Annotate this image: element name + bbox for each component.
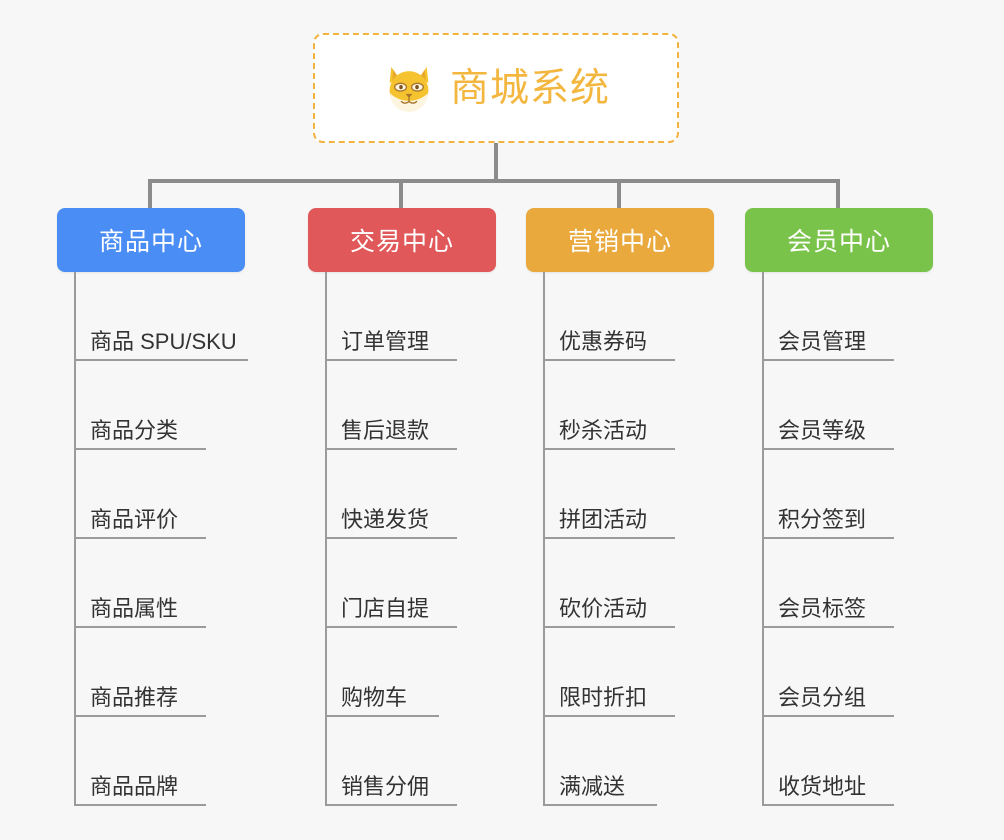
branch-column-4: 会员中心 会员管理 会员等级 积分签到 会员标签 会员分组 收货地址 — [745, 208, 933, 806]
leaf-item[interactable]: 快递发货 — [327, 450, 496, 539]
connector-drop-1 — [148, 179, 152, 210]
leaf-label: 会员管理 — [778, 329, 867, 354]
leaf-item[interactable]: 拼团活动 — [545, 450, 714, 539]
leaf-label: 满减送 — [559, 774, 626, 799]
leaf-item[interactable]: 商品评价 — [76, 450, 245, 539]
leaf-label: 限时折扣 — [559, 685, 648, 710]
leaf-label: 会员分组 — [778, 685, 867, 710]
category-header-3[interactable]: 营销中心 — [526, 208, 714, 272]
leaf-label: 商品 SPU/SKU — [90, 329, 237, 354]
leaf-item[interactable]: 限时折扣 — [545, 628, 714, 717]
leaf-item[interactable]: 会员标签 — [764, 539, 933, 628]
leaf-item[interactable]: 门店自提 — [327, 539, 496, 628]
leaf-label: 积分签到 — [778, 507, 867, 532]
leaf-item[interactable]: 优惠券码 — [545, 272, 714, 361]
leaf-item[interactable]: 商品分类 — [76, 361, 245, 450]
leaf-item[interactable]: 商品 SPU/SKU — [76, 272, 248, 361]
category-header-3-label: 营销中心 — [567, 228, 672, 256]
category-header-1[interactable]: 商品中心 — [57, 208, 245, 272]
connector-drop-3 — [617, 179, 621, 210]
leaf-item[interactable]: 商品推荐 — [76, 628, 245, 717]
leaf-label: 砍价活动 — [559, 596, 648, 621]
leaf-label: 快递发货 — [341, 507, 430, 532]
leaf-label: 商品属性 — [90, 596, 179, 621]
leaf-item[interactable]: 会员等级 — [764, 361, 933, 450]
root-node[interactable]: 商城系统 — [313, 33, 679, 143]
leaf-item[interactable]: 会员分组 — [764, 628, 933, 717]
branch-column-3: 营销中心 优惠券码 秒杀活动 拼团活动 砍价活动 限时折扣 满减送 — [526, 208, 714, 806]
leaf-label: 购物车 — [341, 685, 408, 710]
leaf-stack-2: 订单管理 售后退款 快递发货 门店自提 购物车 销售分佣 — [325, 272, 496, 806]
leaf-label: 售后退款 — [341, 418, 430, 443]
leaf-stack-1: 商品 SPU/SKU 商品分类 商品评价 商品属性 商品推荐 商品品牌 — [74, 272, 248, 806]
leaf-label: 商品推荐 — [90, 685, 179, 710]
connector-drop-4 — [836, 179, 840, 210]
leaf-label: 优惠券码 — [559, 329, 648, 354]
leaf-label: 拼团活动 — [559, 507, 648, 532]
leaf-stack-4: 会员管理 会员等级 积分签到 会员标签 会员分组 收货地址 — [762, 272, 933, 806]
branch-column-1: 商品中心 商品 SPU/SKU 商品分类 商品评价 商品属性 商品推荐 商品品牌 — [57, 208, 248, 806]
leaf-item[interactable]: 会员管理 — [764, 272, 933, 361]
leaf-label: 销售分佣 — [341, 774, 430, 799]
leaf-label: 商品评价 — [90, 507, 179, 532]
category-header-4-label: 会员中心 — [786, 228, 891, 256]
connector-root-stem — [494, 143, 498, 181]
category-header-1-label: 商品中心 — [98, 228, 203, 256]
leaf-item[interactable]: 商品属性 — [76, 539, 245, 628]
leaf-item[interactable]: 秒杀活动 — [545, 361, 714, 450]
leaf-label: 秒杀活动 — [559, 418, 648, 443]
leaf-item[interactable]: 积分签到 — [764, 450, 933, 539]
connector-horizontal-bus — [148, 179, 840, 183]
leaf-item[interactable]: 满减送 — [545, 717, 714, 806]
category-header-2-label: 交易中心 — [349, 228, 454, 256]
category-header-2[interactable]: 交易中心 — [308, 208, 496, 272]
leaf-item[interactable]: 售后退款 — [327, 361, 496, 450]
leaf-label: 商品分类 — [90, 418, 179, 443]
branch-column-2: 交易中心 订单管理 售后退款 快递发货 门店自提 购物车 销售分佣 — [308, 208, 496, 806]
leaf-item[interactable]: 订单管理 — [327, 272, 496, 361]
leaf-label: 会员标签 — [778, 596, 867, 621]
leaf-stack-3: 优惠券码 秒杀活动 拼团活动 砍价活动 限时折扣 满减送 — [543, 272, 714, 806]
leaf-item[interactable]: 收货地址 — [764, 717, 933, 806]
category-header-4[interactable]: 会员中心 — [745, 208, 933, 272]
root-title: 商城系统 — [449, 66, 610, 110]
leaf-item[interactable]: 商品品牌 — [76, 717, 245, 806]
connector-drop-2 — [399, 179, 403, 210]
leaf-item[interactable]: 砍价活动 — [545, 539, 714, 628]
leaf-label: 订单管理 — [341, 329, 430, 354]
leaf-label: 会员等级 — [778, 418, 867, 443]
leaf-label: 收货地址 — [778, 774, 867, 799]
leaf-item[interactable]: 购物车 — [327, 628, 496, 717]
shiba-dog-icon — [382, 61, 436, 115]
leaf-label: 门店自提 — [341, 596, 430, 621]
leaf-item[interactable]: 销售分佣 — [327, 717, 496, 806]
leaf-label: 商品品牌 — [90, 774, 179, 799]
